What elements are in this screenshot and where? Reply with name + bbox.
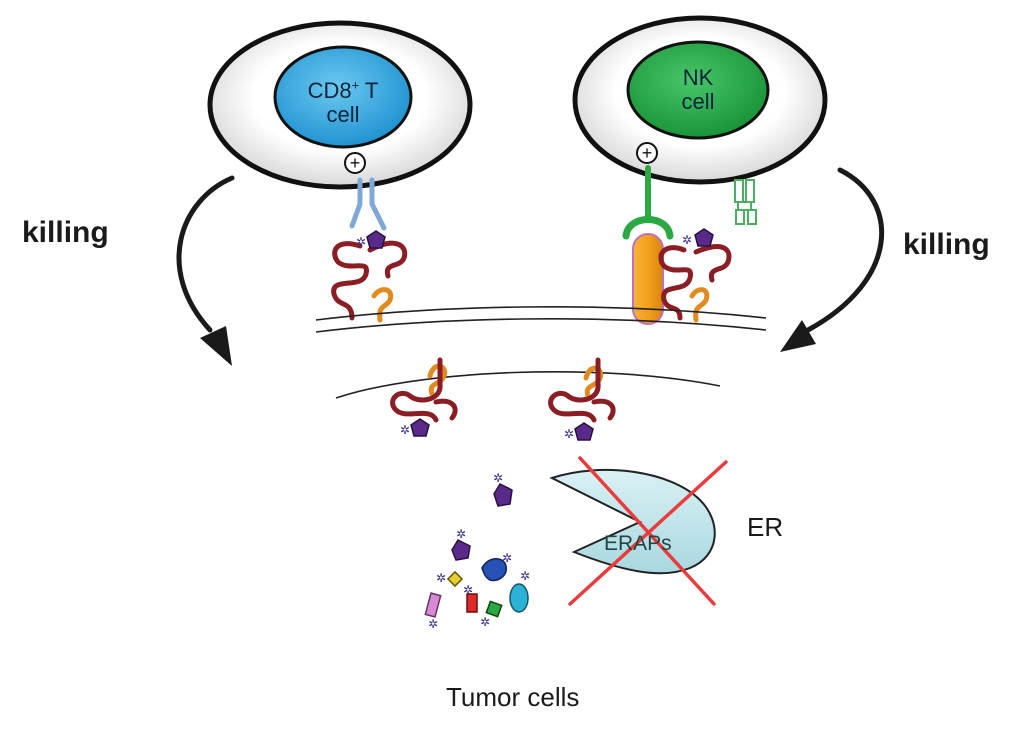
- mhc-protein-right-er: ✲: [548, 357, 616, 441]
- peptide-purple-mid: [451, 539, 471, 561]
- nk-activation-plus: +: [636, 142, 658, 164]
- mhc-protein-left-surface: ✲: [331, 230, 408, 323]
- nk-cell: [572, 15, 828, 185]
- svg-text:✲: ✲: [502, 551, 512, 565]
- svg-text:✲: ✲: [436, 571, 446, 585]
- eraps-enzyme: [549, 468, 716, 575]
- eraps-label: ERAPs: [604, 532, 672, 555]
- er-label: ER: [747, 512, 784, 542]
- peptide-purple-top: [493, 483, 513, 507]
- cd8-nucleus: [273, 45, 413, 149]
- killing-arrow-left: [176, 175, 235, 366]
- svg-text:+: +: [642, 143, 653, 163]
- cd8-t-cell: [207, 20, 473, 190]
- mhc-protein-left-er: ✲: [390, 357, 458, 437]
- cd8-activation-plus: +: [344, 152, 366, 174]
- nk-receptor: [622, 165, 674, 240]
- peptide-blue-drop: [481, 558, 507, 582]
- peptide-cyan-oval: [509, 583, 529, 613]
- nk-nucleus: [626, 40, 770, 140]
- svg-text:✲: ✲: [456, 527, 466, 541]
- tumor-cells-label: Tumor cells: [446, 682, 580, 712]
- svg-text:✲: ✲: [463, 583, 473, 597]
- nk-inhibitory-receptor: [734, 179, 757, 225]
- peptide-fragments: ✲ ✲ ✲ ✲ ✲ ✲ ✲ ✲: [424, 471, 530, 631]
- nk-label-line1: NK: [682, 65, 714, 90]
- svg-text:✲: ✲: [682, 233, 692, 247]
- peptide-yellow-diamond: [446, 570, 464, 588]
- svg-text:+: +: [350, 153, 361, 173]
- svg-text:✲: ✲: [564, 427, 574, 441]
- svg-text:✲: ✲: [480, 615, 490, 629]
- killing-label-left: killing: [22, 216, 109, 249]
- er-membrane: [335, 370, 721, 399]
- cd8-label-line1: CD8+ T: [307, 78, 379, 104]
- svg-text:✲: ✲: [520, 569, 530, 583]
- peptide-pink-block: [424, 592, 442, 618]
- eraps-inhibition-cross: [568, 456, 728, 606]
- t-cell-receptor: [349, 177, 387, 231]
- killing-arrow-right: [780, 167, 885, 352]
- peptide-green-square: [485, 600, 503, 618]
- peptide-red-block: [466, 593, 478, 613]
- svg-text:✲: ✲: [428, 617, 438, 631]
- mhc-protein-right-surface: ✲: [658, 228, 732, 323]
- nk-label-line2: cell: [681, 89, 715, 114]
- svg-text:✲: ✲: [400, 423, 410, 437]
- killing-label-right: killing: [903, 228, 990, 261]
- cd8-label-line2: cell: [326, 102, 360, 128]
- nk-cell-label: NK cell: [648, 66, 748, 114]
- svg-text:✲: ✲: [356, 235, 366, 249]
- cd8-cell-label: CD8+ T cell: [293, 74, 393, 127]
- plasma-membrane: [315, 306, 767, 333]
- nk-ligand: [632, 233, 664, 325]
- svg-text:✲: ✲: [493, 471, 503, 485]
